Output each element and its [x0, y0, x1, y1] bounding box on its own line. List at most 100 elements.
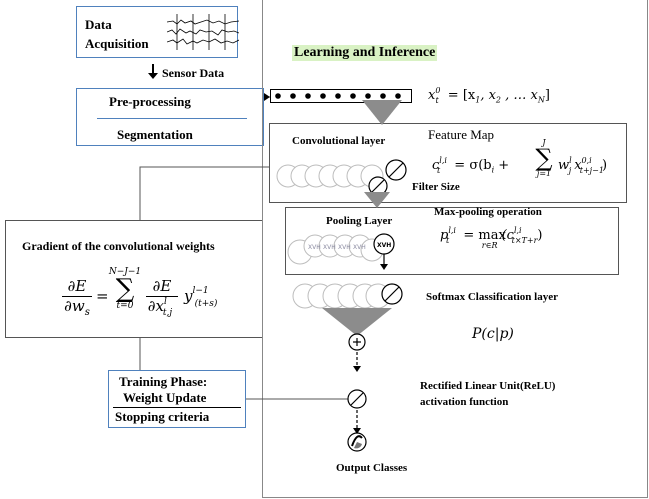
input-equation: x0t = [x1, x2 , … xN] [428, 86, 550, 105]
training-phase-box: Training Phase: Weight Update Stopping c… [108, 370, 246, 428]
gradient-rhs-denominator: ∂x [147, 297, 165, 315]
maxpool-label: Max-pooling operation [434, 206, 542, 218]
plus-node-icon [348, 333, 366, 351]
training-divider [113, 407, 241, 408]
pool-eq-c-sup: l,i [513, 226, 522, 235]
input-arrow-icon [264, 93, 270, 101]
conv-eq-w: w [558, 158, 570, 173]
prob-label: P(c|p) [472, 326, 514, 342]
conv-eq-bi: i [491, 165, 495, 175]
svg-text:XVH: XVH [308, 244, 321, 251]
input-eq-close: ] [544, 88, 550, 103]
feature-map-label: Feature Map [428, 127, 495, 142]
softmax-cone [322, 308, 392, 336]
pool-eq-c-sub: t×T+r [511, 236, 538, 245]
gradient-lhs-denominator: ∂w [64, 297, 85, 315]
pooling-layer-title: Pooling Layer [326, 215, 393, 227]
pool-eq-close: ) [537, 228, 543, 243]
filter-size-label: Filter Size [412, 181, 460, 193]
softmax-label: Softmax Classification layer [426, 291, 558, 303]
softmax-circles [292, 283, 391, 309]
conv-eq-x-sub: t+j−1 [579, 166, 604, 175]
signal-waveform-icon [167, 14, 239, 50]
gradient-box: Gradient of the convolutional weights ∂E… [5, 220, 263, 338]
output-classes-label: Output Classes [336, 462, 408, 474]
gradient-sum-bottom: t=0 [116, 301, 134, 311]
conv-eq-x: x [574, 158, 582, 173]
conv-sum-bottom: j=1 [536, 169, 552, 178]
pool-equation: pl,it = maxr∈R(cl,it×T+r) [440, 226, 572, 250]
conv-sum-top: J [542, 138, 546, 147]
input-eq-x: x [428, 88, 436, 103]
relu-node-icon [347, 389, 367, 409]
input-vector-box [270, 89, 412, 103]
conv-eq-sub: t [436, 166, 441, 175]
gradient-y-sup: l−1 [192, 286, 209, 296]
pool-arrow-icon [380, 264, 388, 270]
conv-eq-plus: + [494, 158, 510, 173]
input-eq-sup: 0 [435, 86, 441, 95]
pool-eq-c: (c [501, 228, 514, 243]
learning-title: Learning and Inference [292, 45, 438, 61]
pool-node-label: XVH [377, 242, 391, 249]
input-sub-1: 1 [475, 95, 481, 105]
gradient-title: Gradient of the convolutional weights [22, 239, 215, 253]
gradient-y-sub: (t+s) [194, 299, 218, 309]
pool-circles [287, 234, 384, 265]
receptive-field-cone [362, 100, 402, 125]
gradient-lhs-numerator: ∂E [67, 277, 87, 295]
conv-layer-title: Convolutional layer [292, 135, 386, 147]
input-eq-sub: t [435, 96, 439, 105]
learning-panel-border [262, 0, 648, 498]
conv-eq-mid: = σ(b [450, 158, 492, 173]
conv-layer-box: Convolutional layer Feature Map Filter S… [269, 123, 627, 203]
input-eq-rest: , x [480, 88, 496, 103]
segmentation-label: Segmentation [117, 127, 193, 142]
output-node-icon [347, 432, 367, 452]
preprocessing-box: Pre-processing Segmentation [76, 88, 264, 146]
input-eq-rhs: = [x [443, 88, 476, 103]
pool-eq-sub: t [446, 236, 450, 245]
weight-update-label: Weight Update [123, 390, 207, 405]
data-acquisition-box: Data Acquisition [76, 6, 239, 58]
conv-eq-w-sup: l [569, 156, 572, 165]
input-eq-end: , … x [501, 88, 538, 103]
gradient-equation: ∂E ∂ws = N−J−1 ∑ t=0 ∂E ∂xlt,j yl−1(t+s) [60, 267, 260, 333]
conv-feature-circles [276, 164, 384, 188]
pool-eq-max-sub: r∈R [481, 241, 498, 250]
stopping-criteria-label: Stopping criteria [115, 409, 210, 424]
gradient-rhs-sub: t,j [162, 308, 173, 318]
preprocessing-divider [97, 118, 247, 119]
svg-text:XVH: XVH [353, 244, 366, 251]
input-dots [275, 93, 401, 99]
conv-cone [364, 192, 390, 208]
conv-eq-w-sub: j [568, 166, 572, 175]
softmax-node-icon [381, 283, 403, 305]
conv-eq-x-sup: 0,i [581, 156, 592, 165]
gradient-sum-top: N−J−1 [108, 267, 142, 277]
pool-eq-sup: l,i [448, 226, 456, 235]
gradient-y: y [184, 287, 193, 305]
arrow-down-icon [148, 64, 158, 79]
pool-eq-p: p [440, 228, 449, 243]
input-sub-2: 2 [495, 95, 502, 105]
gradient-rhs-numerator: ∂E [152, 277, 172, 295]
relu-arrow-icon [353, 428, 361, 434]
relu-label: Rectified Linear Unit(ReLU) activation f… [420, 380, 556, 408]
gradient-lhs-sub: s [84, 307, 90, 318]
svg-text:XVH: XVH [323, 244, 336, 251]
gradient-rhs-sup: l [164, 297, 167, 307]
conv-eq-close: ) [601, 158, 608, 173]
training-phase-label: Training Phase: [119, 374, 208, 389]
data-acquisition-label: Data Acquisition [85, 17, 149, 51]
sensor-data-label: Sensor Data [162, 66, 225, 80]
plus-arrow-icon [353, 366, 361, 372]
conv-eq-sup: l,i [439, 156, 447, 165]
preprocessing-label: Pre-processing [109, 94, 191, 109]
svg-text:XVH: XVH [338, 244, 351, 251]
conv-eq-c: c [432, 158, 440, 173]
pool-eq-max: = max [459, 228, 506, 243]
